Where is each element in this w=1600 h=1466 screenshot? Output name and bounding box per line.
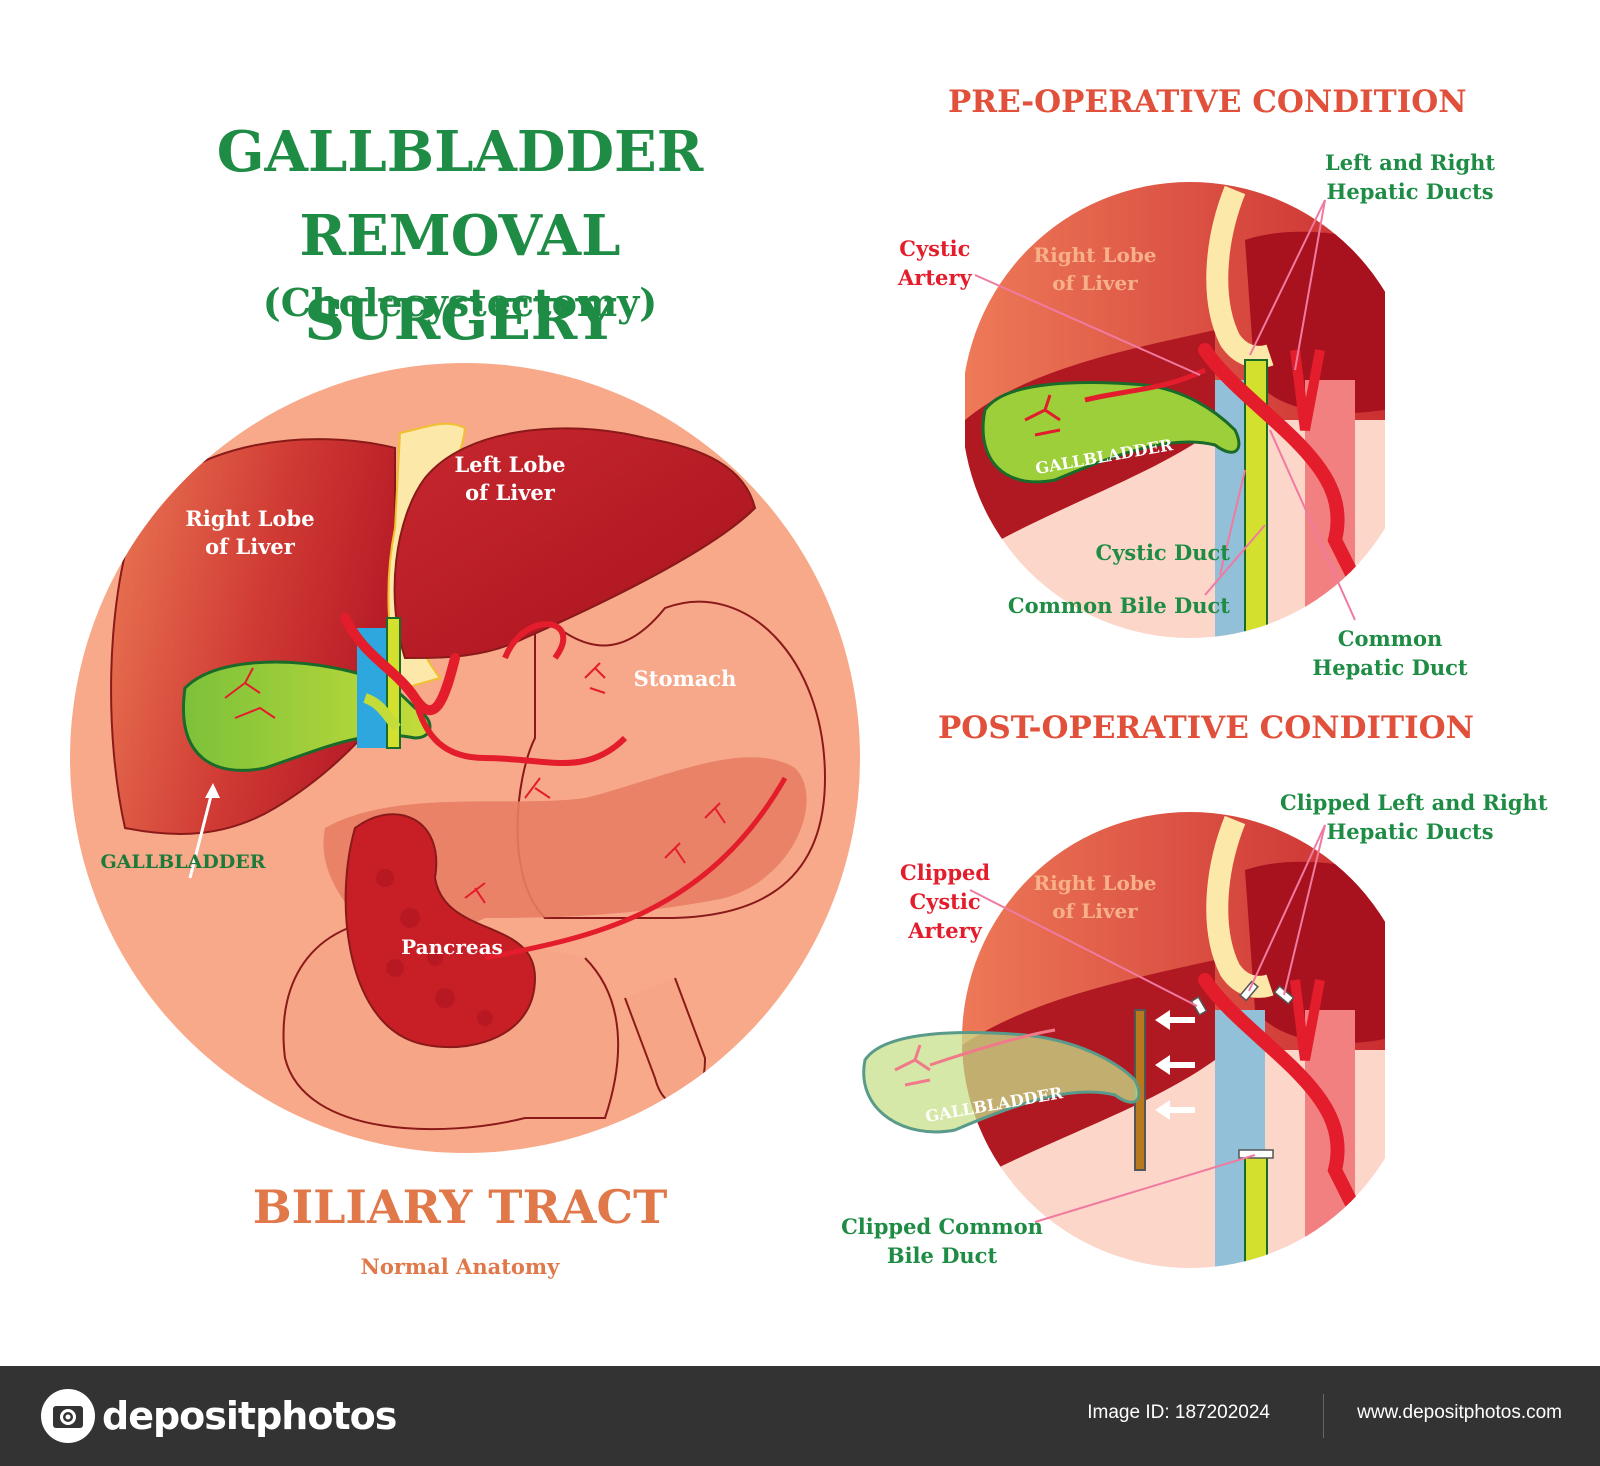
camera-logo-icon — [41, 1389, 95, 1443]
label-cystic-duct: Cystic Duct — [1095, 540, 1230, 565]
arrow-left-icon — [1155, 1100, 1195, 1120]
footer-url[interactable]: www.depositphotos.com — [1357, 1402, 1562, 1423]
label-hepatic-ducts: Left and Right Hepatic Ducts — [1325, 150, 1496, 204]
label-common-bile-duct: Common Bile Duct — [1007, 593, 1230, 618]
label-left-lobe-2: of Liver — [465, 480, 556, 505]
page-title: GALLBLADDER REMOVAL SURGERY — [60, 110, 860, 362]
label-common-hepatic-duct: Common Hepatic Duct — [1312, 626, 1468, 680]
label-pancreas: Pancreas — [401, 935, 503, 959]
gallbladder-pointer — [188, 787, 215, 879]
post-operative-illustration: GALLBLADDER Right Lobe of Liver — [862, 812, 1385, 1268]
pre-operative-illustration: GALLBLADDER Right Lobe of Liver — [965, 182, 1385, 638]
arrow-left-icon — [1155, 1055, 1195, 1075]
clip-cystic-artery — [1190, 996, 1208, 1016]
label-right-lobe-post-1: Right Lobe — [1033, 871, 1156, 895]
label-right-lobe-pre-2: of Liver — [1052, 271, 1138, 295]
label-clipped-cystic-artery: Clipped Cystic Artery — [900, 860, 991, 943]
label-right-lobe-pre-1: Right Lobe — [1033, 243, 1156, 267]
page-subtitle: (Cholecystectomy) — [262, 280, 658, 325]
label-cystic-artery: Cystic Artery — [898, 236, 972, 290]
label-left-lobe-1: Left Lobe — [455, 452, 566, 477]
label-clipped-common-bile-duct: Clipped Common Bile Duct — [841, 1214, 1043, 1268]
clip-common-bile-duct — [1238, 1149, 1274, 1159]
cystic-duct — [363, 693, 401, 732]
label-stomach: Stomach — [634, 666, 737, 691]
label-right-lobe-post-2: of Liver — [1052, 899, 1138, 923]
cystic-artery-pre — [1198, 343, 1372, 607]
removal-arrows — [1155, 1010, 1195, 1120]
caption-title: BILIARY TRACT — [252, 1180, 668, 1234]
footer-logo[interactable]: depositphotos — [40, 1388, 397, 1444]
label-clipped-hepatic-ducts: Clipped Left and Right Hepatic Ducts — [1280, 790, 1548, 844]
footer-brand: depositphotos — [102, 1394, 397, 1438]
common-bile-duct-pre — [1244, 359, 1268, 638]
footer-divider — [1323, 1394, 1324, 1438]
post-operative-title: POST-OPERATIVE CONDITION — [938, 710, 1474, 746]
artery-post — [1198, 973, 1372, 1237]
caption-subtitle: Normal Anatomy — [360, 1254, 560, 1279]
image-id: Image ID: 187202024 — [1087, 1402, 1270, 1423]
pancreas-head — [344, 813, 537, 1049]
title-line-1: GALLBLADDER REMOVAL — [216, 119, 704, 269]
label-right-lobe-1: Right Lobe — [185, 506, 314, 531]
label-right-lobe-2: of Liver — [205, 534, 296, 559]
footer-bar: depositphotos Image ID: 187202024 www.de… — [0, 1366, 1600, 1466]
clipped-common-bile-duct-shape — [1244, 1154, 1268, 1268]
normal-anatomy-illustration: Right Lobe of Liver Left Lobe of Liver S… — [70, 363, 860, 1153]
arrow-left-icon — [1155, 1010, 1195, 1030]
removed-gallbladder — [862, 1031, 1141, 1134]
title-line-2: SURGERY — [304, 287, 616, 353]
pre-operative-title: PRE-OPERATIVE CONDITION — [948, 84, 1467, 120]
label-gallbladder: GALLBLADDER — [100, 851, 265, 873]
